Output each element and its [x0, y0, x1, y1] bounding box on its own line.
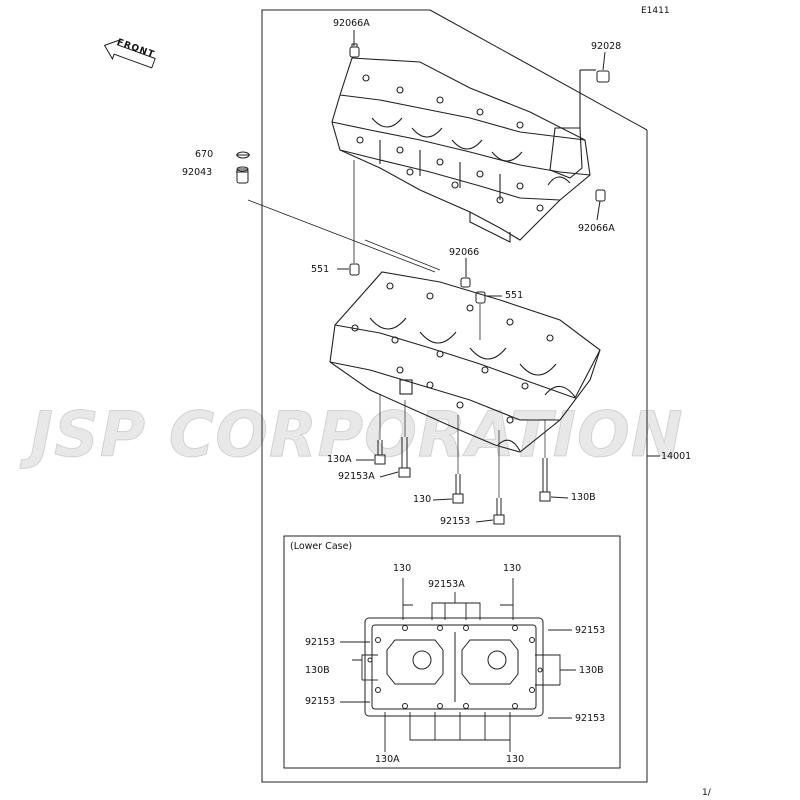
lower-label-130-bottom: 130	[506, 754, 525, 765]
part-551-left	[349, 263, 360, 276]
label-130: 130	[413, 494, 432, 505]
lower-case-title: (Lower Case)	[290, 541, 353, 552]
part-551-right	[475, 291, 486, 304]
lower-label-130A: 130A	[375, 754, 400, 765]
assembly-bracket	[261, 9, 648, 783]
part-92066	[460, 277, 471, 288]
lower-label-92153-right-bottom: 92153	[575, 713, 606, 724]
part-92066A-right	[595, 189, 606, 202]
diagram-code: E1411	[641, 6, 670, 16]
lower-label-92153A: 92153A	[428, 579, 465, 590]
label-670: 670	[195, 149, 214, 160]
bolt-92153	[493, 498, 505, 525]
lower-case-plan	[364, 617, 544, 717]
lower-label-92153-right-top: 92153	[575, 625, 606, 636]
label-14001: 14001	[661, 451, 692, 462]
label-551-right: 551	[505, 290, 524, 301]
label-92153: 92153	[440, 516, 471, 527]
part-92043	[236, 168, 249, 184]
lower-label-92153-left-top: 92153	[305, 637, 336, 648]
label-92066A-right: 92066A	[578, 223, 615, 234]
label-92066: 92066	[449, 247, 480, 258]
lower-label-130-top-right: 130	[503, 563, 522, 574]
bolt-130	[452, 474, 464, 504]
page-mark: 1/	[702, 788, 711, 798]
label-92028: 92028	[591, 41, 622, 52]
upper-crankcase	[331, 57, 596, 243]
lower-crankcase	[329, 271, 601, 453]
label-92066A-top: 92066A	[333, 18, 370, 29]
lower-label-130B-left: 130B	[305, 665, 330, 676]
label-130A: 130A	[327, 454, 352, 465]
label-551-left: 551	[311, 264, 330, 275]
label-130B: 130B	[571, 492, 596, 503]
lower-label-130-top-left: 130	[393, 563, 412, 574]
label-92153A: 92153A	[338, 471, 375, 482]
part-92028	[596, 70, 610, 83]
lower-case-box	[283, 535, 621, 769]
part-92066A-top	[349, 46, 360, 58]
bolt-130B	[539, 458, 551, 502]
front-arrow-icon	[103, 39, 156, 69]
lower-label-130B-right: 130B	[579, 665, 604, 676]
bolt-130A	[374, 440, 386, 465]
lower-label-92153-left-bottom: 92153	[305, 696, 336, 707]
bolt-92153A	[398, 437, 411, 478]
label-92043: 92043	[182, 167, 213, 178]
